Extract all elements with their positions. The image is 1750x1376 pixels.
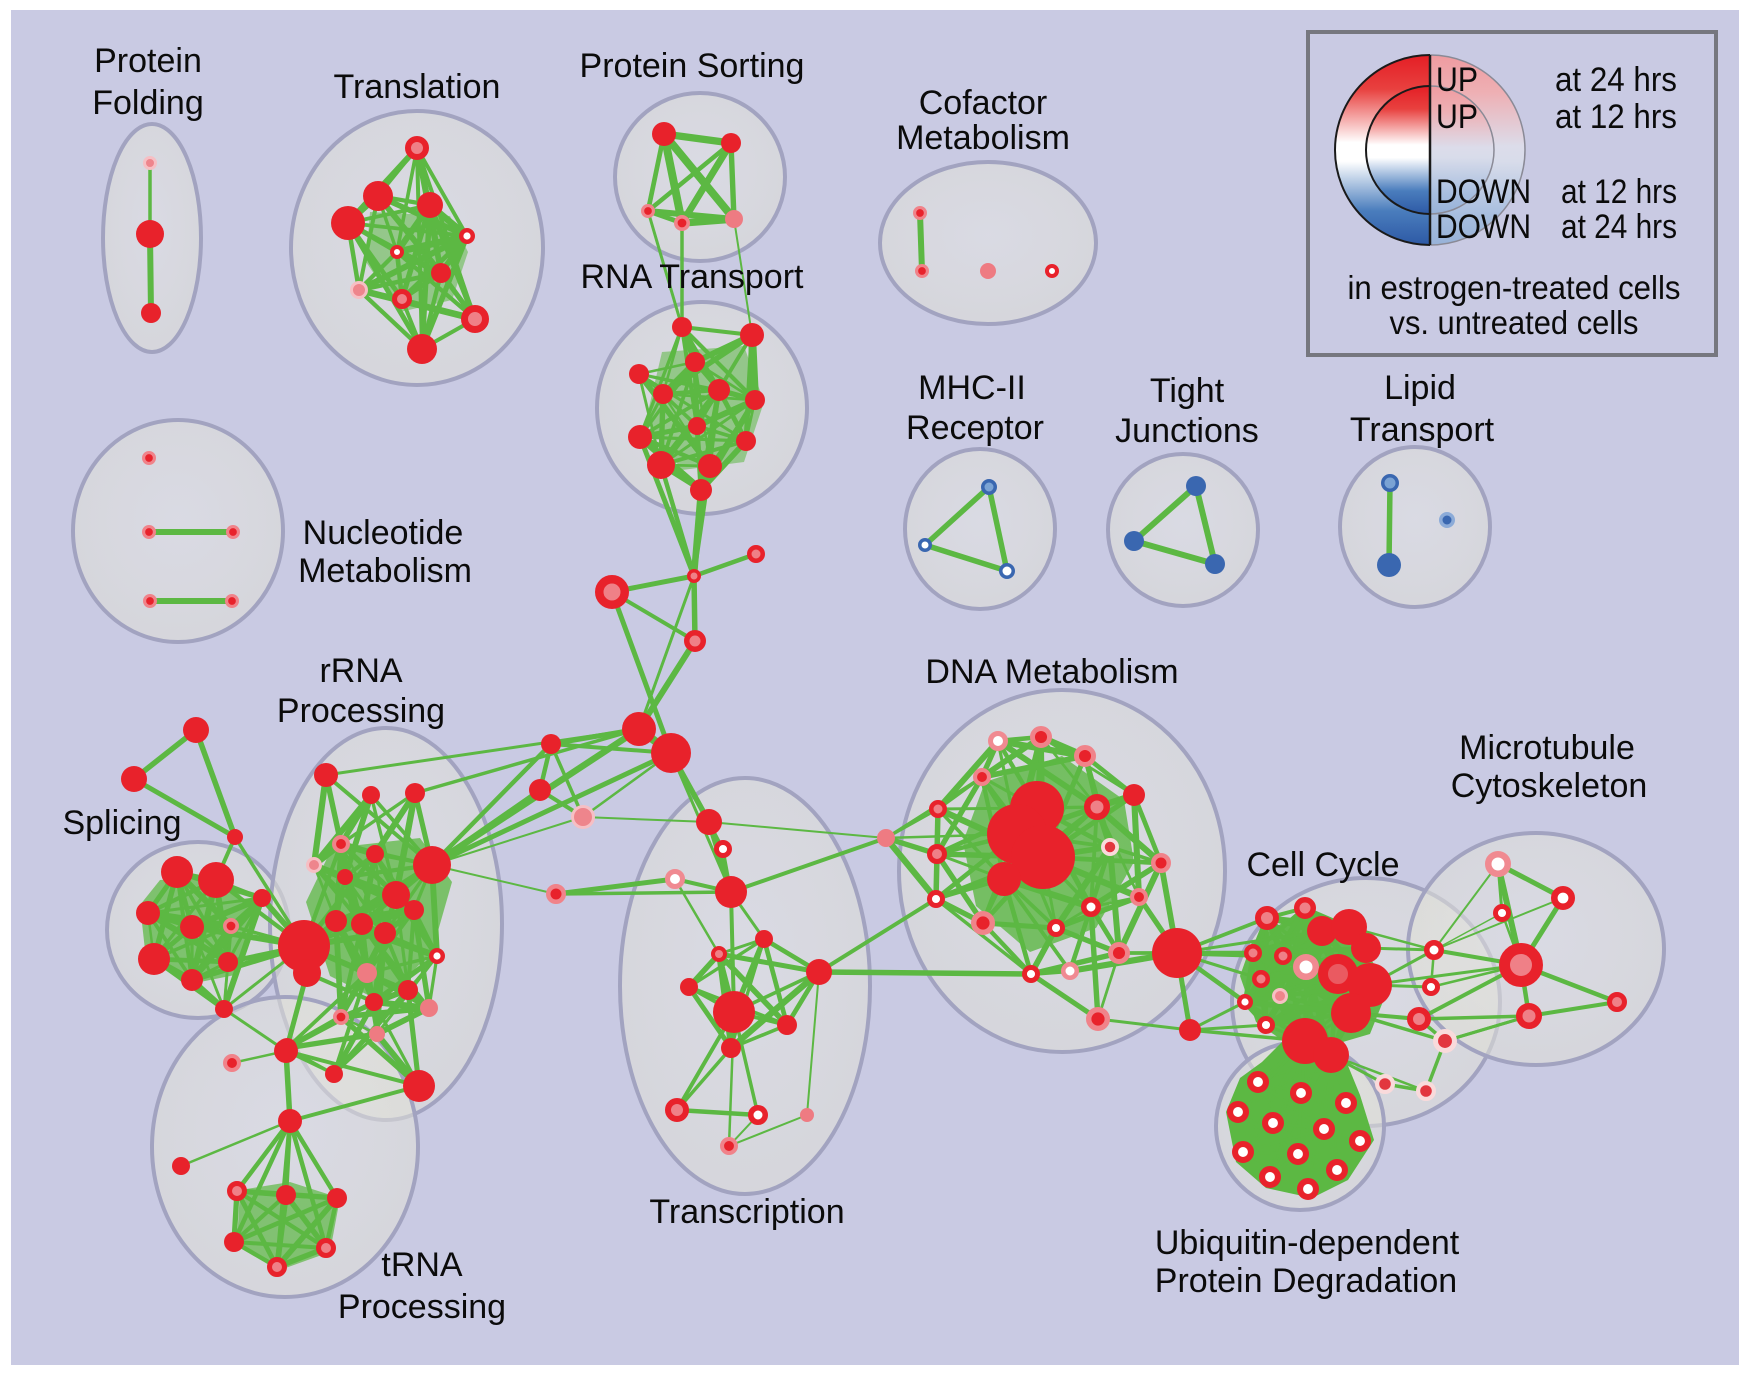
svg-text:Processing: Processing bbox=[338, 1288, 506, 1326]
svg-text:at 12 hrs: at 12 hrs bbox=[1555, 98, 1677, 136]
svg-text:MHC-II: MHC-II bbox=[918, 369, 1026, 407]
svg-text:at 12 hrs: at 12 hrs bbox=[1561, 173, 1677, 211]
svg-text:DNA Metabolism: DNA Metabolism bbox=[925, 653, 1178, 691]
svg-text:DOWN: DOWN bbox=[1436, 208, 1531, 246]
svg-text:Cytoskeleton: Cytoskeleton bbox=[1451, 767, 1648, 805]
svg-text:Protein Degradation: Protein Degradation bbox=[1155, 1262, 1457, 1300]
svg-text:Transport: Transport bbox=[1350, 411, 1495, 449]
svg-text:Junctions: Junctions bbox=[1115, 412, 1259, 450]
svg-text:Protein: Protein bbox=[94, 42, 202, 80]
svg-text:Ubiquitin-dependent: Ubiquitin-dependent bbox=[1155, 1224, 1460, 1262]
svg-text:Nucleotide: Nucleotide bbox=[303, 514, 464, 552]
svg-text:Cofactor: Cofactor bbox=[919, 84, 1048, 122]
svg-text:at 24 hrs: at 24 hrs bbox=[1555, 61, 1677, 99]
svg-text:Translation: Translation bbox=[334, 68, 501, 106]
svg-text:DOWN: DOWN bbox=[1436, 173, 1531, 211]
svg-text:Folding: Folding bbox=[92, 84, 204, 122]
svg-text:Lipid: Lipid bbox=[1384, 369, 1456, 407]
svg-text:Receptor: Receptor bbox=[906, 409, 1044, 447]
svg-text:UP: UP bbox=[1436, 98, 1478, 136]
svg-text:Cell Cycle: Cell Cycle bbox=[1246, 846, 1399, 884]
svg-text:RNA Transport: RNA Transport bbox=[581, 258, 805, 296]
svg-text:Microtubule: Microtubule bbox=[1459, 729, 1635, 767]
svg-text:in estrogen-treated cells: in estrogen-treated cells bbox=[1348, 269, 1681, 306]
svg-text:Splicing: Splicing bbox=[62, 804, 181, 842]
svg-text:Processing: Processing bbox=[277, 692, 445, 730]
svg-text:rRNA: rRNA bbox=[319, 652, 402, 690]
svg-text:Tight: Tight bbox=[1150, 372, 1225, 410]
svg-text:Metabolism: Metabolism bbox=[298, 552, 472, 590]
svg-text:Transcription: Transcription bbox=[649, 1193, 844, 1231]
svg-text:at 24 hrs: at 24 hrs bbox=[1561, 208, 1677, 246]
svg-text:Protein Sorting: Protein Sorting bbox=[580, 47, 805, 85]
svg-text:tRNA: tRNA bbox=[381, 1246, 463, 1284]
svg-text:Metabolism: Metabolism bbox=[896, 119, 1070, 157]
svg-text:UP: UP bbox=[1436, 61, 1478, 99]
svg-text:vs. untreated cells: vs. untreated cells bbox=[1390, 304, 1639, 341]
